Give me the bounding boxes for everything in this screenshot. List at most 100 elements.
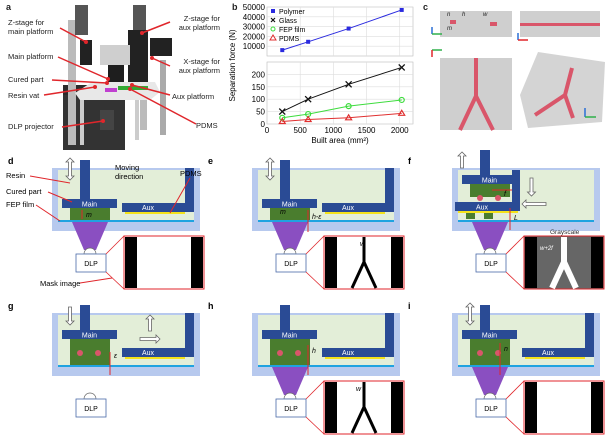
label-fep-film: FEP film xyxy=(6,200,34,209)
main-platform xyxy=(62,199,117,208)
light-cone xyxy=(472,367,508,395)
dlp-label: DLP xyxy=(284,406,298,413)
legend-label: PDMS xyxy=(279,36,300,43)
channel xyxy=(95,350,101,356)
channel-pattern xyxy=(362,406,378,434)
mask-border xyxy=(525,382,537,433)
legend-label: Polymer xyxy=(279,9,305,16)
pdms xyxy=(125,212,185,214)
main-platform-label: Main xyxy=(82,333,97,340)
zoom-line xyxy=(105,271,125,290)
light-cone xyxy=(72,222,108,250)
main-platform-stem xyxy=(80,160,90,199)
grayscale-label: Grayscale xyxy=(550,229,580,236)
zoom-line xyxy=(505,380,525,400)
mask-border xyxy=(525,237,537,288)
cured-part xyxy=(72,359,82,365)
main-platform xyxy=(262,199,317,208)
aux-platform-label: Aux xyxy=(142,205,155,212)
aux-platform-stem xyxy=(512,170,520,210)
mask-border xyxy=(591,382,603,433)
dlp-projector xyxy=(275,253,307,273)
legend-marker xyxy=(271,9,275,13)
axis-triad xyxy=(431,27,596,118)
panel-b-letter: b xyxy=(232,2,238,12)
fep-film xyxy=(458,220,594,222)
cured-part xyxy=(470,339,510,365)
label-mask-image: Mask image xyxy=(40,279,80,288)
dim-L-label: L xyxy=(514,215,518,222)
aux-platform-stem xyxy=(185,168,194,212)
data-point xyxy=(345,80,353,88)
channel xyxy=(477,195,483,201)
y-tick-label-lower: 100 xyxy=(252,95,266,104)
fep-film xyxy=(458,365,594,367)
light-cone xyxy=(472,222,508,250)
panel-a: a xyxy=(0,0,250,150)
main-platform xyxy=(262,330,317,339)
panel-e-letter: e xyxy=(208,156,213,166)
cured-part xyxy=(466,213,475,219)
data-point xyxy=(345,103,352,110)
aux-platform-stem xyxy=(385,313,394,357)
pointer xyxy=(47,191,73,203)
main-platform-label: Main xyxy=(482,333,497,340)
cured-part xyxy=(92,359,102,365)
x-axis-label: Built area (mm²) xyxy=(311,136,369,145)
dlp-projector xyxy=(475,253,507,273)
channel-renderings xyxy=(431,11,605,131)
aux-platform xyxy=(322,203,394,212)
fep-film xyxy=(258,365,394,367)
pointer xyxy=(35,204,61,222)
dlp-label: DLP xyxy=(484,406,498,413)
mask-image xyxy=(123,235,205,290)
mask-border xyxy=(391,382,403,433)
dim-eps-label: ε xyxy=(114,353,118,360)
aux-platform xyxy=(455,202,520,211)
zoom-line xyxy=(305,380,325,400)
zoom-line xyxy=(505,416,525,435)
label-dlp-projector: DLP projector xyxy=(8,122,54,131)
dim-f-label: f xyxy=(504,191,507,198)
legend-marker xyxy=(270,26,276,32)
down-arrow xyxy=(526,177,537,197)
y-tick-label-upper: 50000 xyxy=(243,3,266,12)
data-point xyxy=(304,115,313,123)
pdms xyxy=(525,357,585,359)
series-line-fep-film xyxy=(282,99,402,119)
panel-h-letter: h xyxy=(208,301,214,311)
label-moving-direction: direction xyxy=(115,172,143,181)
dim-w: w xyxy=(483,12,488,18)
zoom-line xyxy=(305,416,325,435)
cured-part xyxy=(70,208,110,220)
main-platform-label: Main xyxy=(282,333,297,340)
label-pdms: PDMS xyxy=(196,121,218,130)
fep-film xyxy=(58,365,194,367)
mask-image xyxy=(523,380,605,435)
fep-film xyxy=(58,220,194,222)
label-cured-part: Cured part xyxy=(6,187,42,196)
dim-w2f-label: w+2f xyxy=(540,246,554,252)
left-arrow xyxy=(521,199,547,209)
moving-direction-arrow xyxy=(265,157,275,181)
x-tick-label: 1000 xyxy=(324,126,342,135)
data-point xyxy=(398,63,406,71)
cured-part xyxy=(470,184,510,197)
main-platform xyxy=(62,330,117,339)
zoom-line xyxy=(305,271,325,290)
zoom-line xyxy=(105,235,125,255)
dlp-label: DLP xyxy=(484,261,498,268)
dim-m-label: m xyxy=(86,212,92,219)
moving-direction-arrow xyxy=(465,302,475,326)
cured-part xyxy=(270,339,310,365)
aux-platform xyxy=(322,348,394,357)
data-point xyxy=(278,117,287,125)
